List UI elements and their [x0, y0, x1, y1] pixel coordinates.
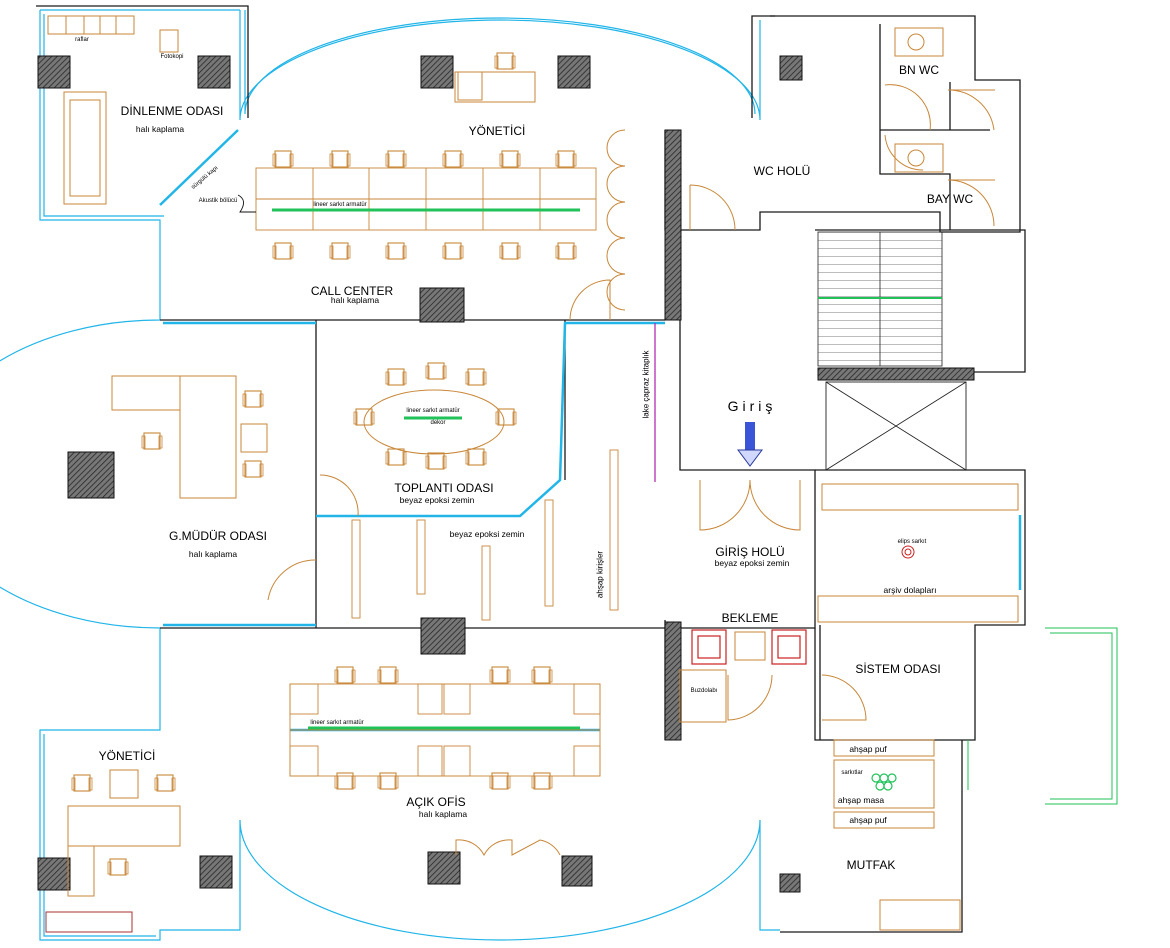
room-toplanti-floor: beyaz epoksi zemin [399, 495, 475, 505]
room-toplanti: TOPLANTI ODASI [394, 481, 494, 495]
label-ahsap-puf-bottom: ahşap puf [849, 815, 887, 825]
doors [267, 84, 995, 857]
dinlenme-furniture [47, 15, 179, 205]
entry-furniture [679, 483, 1019, 931]
room-yonetici-top: YÖNETİCİ [468, 124, 526, 138]
room-acik-ofis-floor: halı kaplama [418, 809, 468, 819]
elips-pendant [901, 545, 915, 559]
meeting-table [353, 362, 517, 470]
gm-desk [111, 375, 268, 499]
room-acik-ofis: AÇIK OFİS [406, 795, 466, 809]
label-raflar: raflar [75, 37, 89, 43]
room-bn-wc: BN WC [899, 63, 939, 77]
room-bekleme: BEKLEME [721, 611, 779, 625]
room-wc-holu: WC HOLÜ [753, 164, 811, 178]
room-gmudur-floor: halı kaplama [188, 549, 238, 559]
label-ahsap-puf-top: ahşap puf [849, 744, 887, 754]
room-dinlenme: DİNLENME ODASI [120, 104, 224, 118]
room-giris-holu-floor: beyaz epoksi zemin [714, 558, 790, 568]
room-mutfak: MUTFAK [846, 858, 896, 872]
entrance-arrow [737, 422, 763, 467]
label-lineer-cc: lineer sarkıt armatür [313, 202, 367, 208]
room-yonetici-bottom: YÖNETİCİ [98, 749, 156, 763]
label-arsiv: arşiv dolapları [883, 585, 937, 595]
label-akustik: Akustik bölücü [198, 198, 238, 204]
pendant-lights [871, 773, 897, 791]
room-call-center: CALL CENTER [310, 284, 394, 298]
label-ahsap-masa: ahşap masa [837, 795, 885, 805]
label-sarkitlar: sarkıtlar [841, 770, 863, 776]
elevator-shaft [825, 381, 967, 471]
label-lineer-toplanti: lineer sarkıt armatür [406, 408, 460, 414]
label-fotokopi: Fotokopi [160, 54, 184, 60]
yonetici-bottom-desk [45, 769, 181, 933]
yonetici-top-desk [454, 52, 536, 103]
glass-facade [0, 9, 780, 941]
label-buzdolabi: Buzdolabı [690, 688, 718, 694]
label-giris: Giriş [727, 398, 777, 414]
room-gmudur: G.MÜDÜR ODASI [168, 529, 268, 543]
balcony-rail [967, 627, 1118, 805]
label-lineer-acik: lineer sarkıt armatür [310, 720, 364, 726]
glass-partitions [159, 129, 1022, 732]
label-lake-kitaplik: lake çapraz kitaplık [641, 350, 651, 419]
label-dekor: dekor [430, 420, 446, 426]
room-bay-wc: BAY WC [926, 192, 974, 206]
room-call-center-floor: halı kaplama [330, 295, 380, 305]
room-sistem: SİSTEM ODASI [855, 662, 941, 676]
label-elips-sarkit: elips sarkıt [897, 539, 927, 545]
label-ahsap-kirisler: ahşap kirişler [595, 550, 605, 599]
room-giris-holu: GİRİŞ HOLÜ [715, 545, 785, 559]
label-corridor-floor: beyaz epoksi zemin [449, 529, 525, 539]
walls [36, 5, 1026, 933]
wc-fixtures [894, 27, 944, 173]
room-dinlenme-floor: halı kaplama [135, 124, 185, 134]
wood-beams [351, 449, 619, 621]
stairs [817, 231, 943, 367]
open-office-desks [289, 666, 601, 790]
call-center-desks [237, 150, 597, 260]
waiting-armchairs [691, 629, 807, 665]
columns [37, 55, 975, 893]
